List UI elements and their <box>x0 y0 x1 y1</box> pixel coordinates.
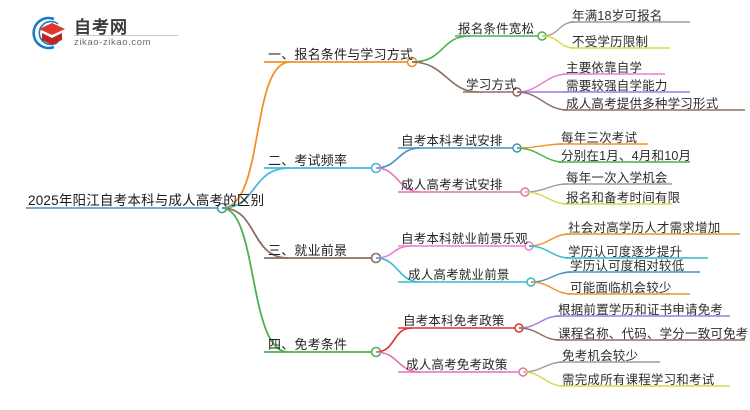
connector-b1c1-l1 <box>541 21 576 37</box>
subnode-2-1[interactable]: 自考本科考试安排 <box>401 134 503 148</box>
subnode-1-2[interactable]: 学习方式 <box>466 78 517 92</box>
logo-text-cn: 自考网 <box>74 18 128 37</box>
leaf-3-2-2[interactable]: 可能面临机会较少 <box>570 281 672 295</box>
subnode-4-2[interactable]: 成人高考免考政策 <box>406 358 508 372</box>
graduation-cap-logo-icon <box>32 16 65 50</box>
leaf-3-1-1[interactable]: 社会对高学历人才需求增加 <box>568 221 721 235</box>
connector-b2c1-l1 <box>516 143 564 149</box>
subnode-3-1[interactable]: 自考本科就业前景乐观 <box>401 232 529 246</box>
connector-b1c2-l1 <box>516 73 569 93</box>
leaf-3-2-1[interactable]: 学历认可度相对较低 <box>570 259 685 273</box>
leaf-3-1-2[interactable]: 学历认可度逐步提升 <box>568 245 683 259</box>
connector-b2-c1 <box>375 147 421 169</box>
connector-root-b4 <box>221 207 289 353</box>
logo-divider <box>74 35 178 36</box>
connector-b4c1-l2 <box>518 327 561 341</box>
connector-b4c1-l1 <box>518 315 561 329</box>
leaf-1-1-2[interactable]: 不受学历限制 <box>572 35 649 49</box>
connector-b3c2-l2 <box>530 281 573 295</box>
connector-b3c2-l1 <box>530 271 573 283</box>
leaf-2-2-1[interactable]: 每年一次入学机会 <box>566 171 668 185</box>
connector-b1-c2 <box>411 61 479 93</box>
leaf-2-1-2[interactable]: 分别在1月、4月和10月 <box>561 149 692 163</box>
connector-b2c2-l2 <box>524 191 569 205</box>
subnode-1-1[interactable]: 报名条件宽松 <box>458 22 535 36</box>
leaf-4-1-1[interactable]: 根据前置学历和证书申请免考 <box>558 303 724 317</box>
logo-text-en: zikao-zikao.com <box>74 37 152 48</box>
connector-b2c2-l1 <box>524 183 569 193</box>
connector-root-b3 <box>221 207 289 259</box>
branch-node-4[interactable]: 四、免考条件 <box>268 337 348 352</box>
connector-root-b2 <box>221 167 291 209</box>
subnode-2-2[interactable]: 成人高考考试安排 <box>401 178 503 192</box>
leaf-1-2-1[interactable]: 主要依靠自学 <box>566 61 643 75</box>
connector-b1c1-l2 <box>541 35 576 49</box>
leaf-1-1-1[interactable]: 年满18岁可报名 <box>572 9 663 23</box>
leaf-4-1-2[interactable]: 课程名称、代码、学分一致可免考 <box>558 327 749 341</box>
site-logo: 自考网 zikao-zikao.com <box>28 12 178 54</box>
connector-b2c1-l2 <box>516 147 564 163</box>
connector-b3c1-l1 <box>528 233 571 247</box>
connector-b4c2-l2 <box>522 371 565 387</box>
leaf-1-2-2[interactable]: 需要较强自学能力 <box>566 79 668 93</box>
branch-node-1[interactable]: 一、报名条件与学习方式 <box>268 47 414 62</box>
subnode-4-1[interactable]: 自考本科免考政策 <box>403 314 505 328</box>
branch-node-3[interactable]: 三、就业前景 <box>268 243 348 258</box>
subnode-3-2[interactable]: 成人高考就业前景 <box>408 268 510 282</box>
connector-b1c2-l3 <box>516 91 569 111</box>
leaf-4-2-2[interactable]: 需完成所有课程学习和考试 <box>562 373 715 387</box>
mindmap-root-node[interactable]: 2025年阳江自考本科与成人高考的区别 <box>28 193 265 208</box>
leaf-2-1-1[interactable]: 每年三次考试 <box>561 131 638 145</box>
leaf-4-2-1[interactable]: 免考机会较少 <box>562 349 639 363</box>
connector-root-b1 <box>221 61 291 209</box>
leaf-1-2-3[interactable]: 成人高考提供多种学习形式 <box>566 97 719 111</box>
leaf-2-2-2[interactable]: 报名和备考时间有限 <box>566 191 681 205</box>
connector-b3c1-l2 <box>528 245 571 259</box>
connector-b4c2-l1 <box>522 361 565 373</box>
connector-b4-c1 <box>375 327 413 353</box>
branch-node-2[interactable]: 二、考试频率 <box>268 153 348 168</box>
connector-b1-c1 <box>411 35 471 63</box>
connector-b3-c1 <box>375 245 413 259</box>
